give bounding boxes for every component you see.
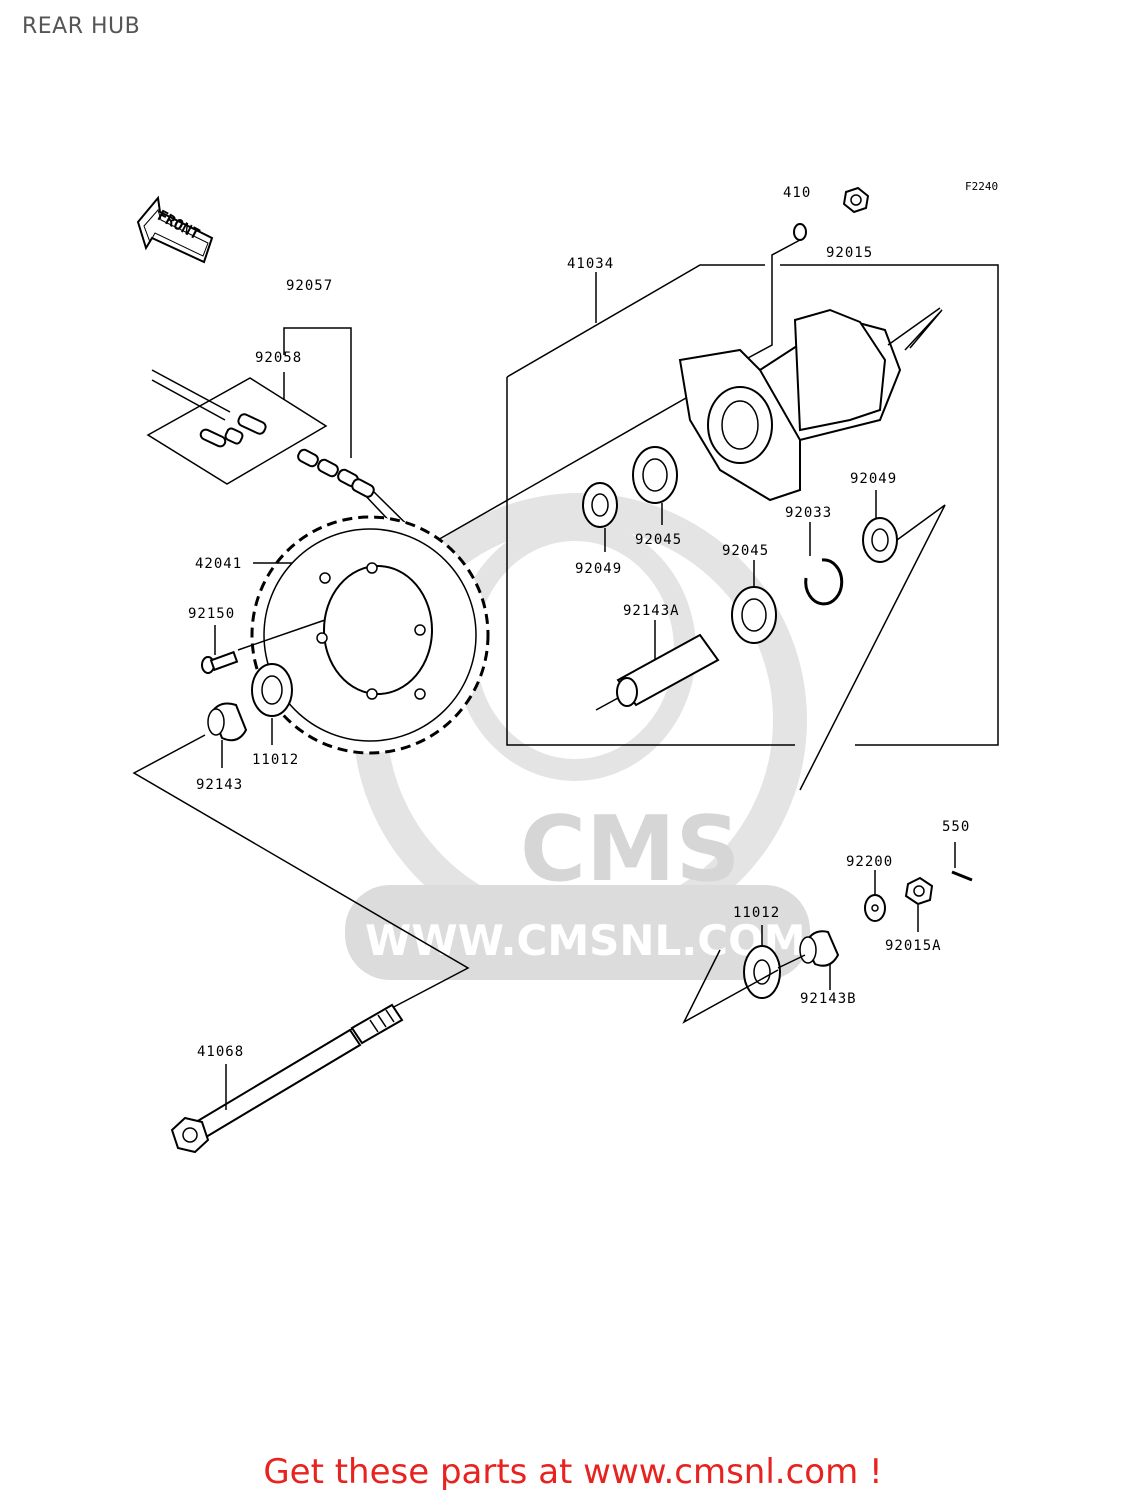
footer-cta-link[interactable]: Get these parts at www.cmsnl.com !	[263, 1452, 883, 1492]
right-lower-guide	[682, 949, 779, 1024]
part-92143A-spacer	[595, 620, 720, 711]
part-41068-axle	[170, 1003, 404, 1154]
watermark-brand: CMS	[520, 797, 740, 902]
label-92049-right: 92049	[850, 471, 897, 487]
diagram-code: F2240	[965, 180, 998, 193]
part-92058-master-link	[199, 413, 267, 448]
label-92200: 92200	[846, 854, 893, 870]
part-11012-seal-right	[743, 925, 806, 999]
label-41034: 41034	[567, 256, 614, 272]
page-title: REAR HUB	[22, 14, 141, 39]
leader-410	[747, 239, 801, 359]
label-92049-left: 92049	[575, 561, 622, 577]
part-92033-circlip	[804, 522, 844, 606]
label-410: 410	[783, 185, 811, 201]
part-92150-bolt	[201, 619, 326, 674]
label-41068: 41068	[197, 1044, 244, 1060]
part-92200-washer	[864, 870, 886, 922]
label-92150: 92150	[188, 606, 235, 622]
part-92143-collar-left	[207, 702, 248, 768]
label-92057: 92057	[286, 278, 333, 294]
label-92015A: 92015A	[885, 938, 942, 954]
right-guide-line	[799, 504, 946, 791]
label-11012-left: 11012	[252, 752, 299, 768]
part-41034-hub	[414, 307, 943, 554]
label-92143B: 92143B	[800, 991, 857, 1007]
label-92058: 92058	[255, 350, 302, 366]
label-92045-mid: 92045	[722, 543, 769, 559]
part-410-valve	[793, 223, 807, 241]
label-92045-top: 92045	[635, 532, 682, 548]
part-92057-chain	[297, 448, 375, 498]
label-92143: 92143	[196, 777, 243, 793]
label-92033: 92033	[785, 505, 832, 521]
part-92015-nut	[842, 186, 870, 214]
part-42041-sprocket	[250, 515, 490, 755]
part-92045-bearing-mid	[731, 560, 777, 644]
label-550: 550	[942, 819, 970, 835]
watermark-url: WWW.CMSNL.COM	[365, 916, 806, 965]
part-92143B-collar-right	[799, 930, 840, 990]
part-550-cotter-pin	[951, 842, 973, 882]
part-92015A-nut	[904, 876, 934, 932]
axle-envelope-left	[132, 734, 470, 1031]
part-92045-bearing-top	[632, 446, 678, 525]
front-direction-arrow: FRONT	[136, 195, 214, 264]
part-92049-seal-left	[582, 482, 618, 552]
label-42041: 42041	[195, 556, 242, 572]
part-11012-seal-left	[251, 663, 293, 745]
label-92015: 92015	[826, 245, 873, 261]
label-92143A: 92143A	[623, 603, 680, 619]
label-11012-right: 11012	[733, 905, 780, 921]
part-92049-seal-right	[862, 490, 898, 563]
